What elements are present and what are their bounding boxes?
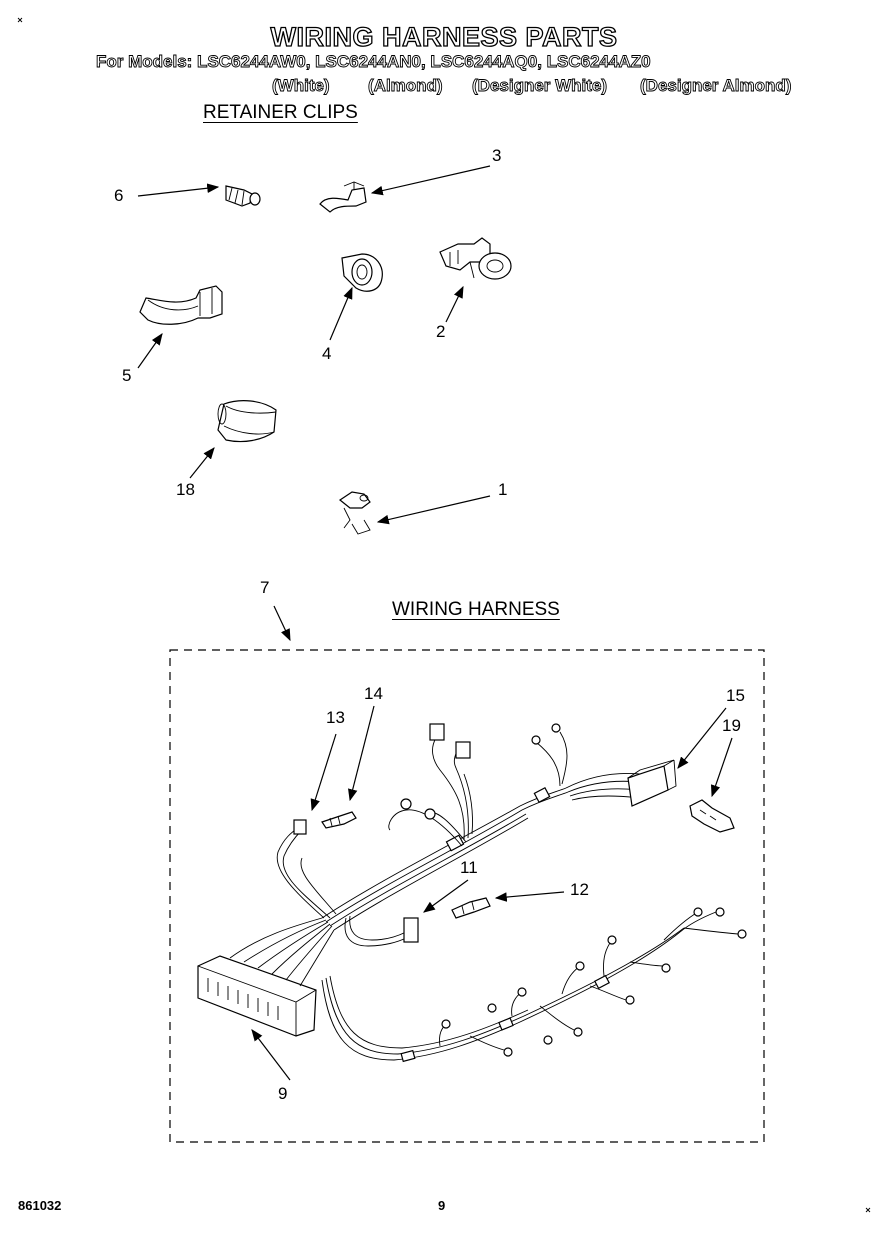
- callout-7: 7: [260, 578, 270, 597]
- callout-14: 14: [364, 684, 383, 703]
- leader-11: [423, 879, 469, 913]
- callout-2: 2: [436, 322, 446, 341]
- leader-1: [376, 495, 491, 525]
- leader-3: [370, 165, 491, 196]
- terminal-part-14: [321, 811, 357, 829]
- callout-6: 6: [114, 186, 124, 205]
- corner-mark-bottom: [865, 1207, 871, 1213]
- section-retainer-clips: RETAINER CLIPS: [203, 102, 358, 123]
- harness-branch-13: [276, 819, 337, 919]
- variant-designer-white: (Designer White): [472, 76, 608, 96]
- leader-7: [273, 605, 291, 642]
- harness-branch-11: [344, 915, 419, 947]
- harness-connector-9: [197, 917, 335, 1037]
- page-title: WIRING HARNESS PARTS: [270, 21, 618, 52]
- harness-branch-lower: [321, 911, 739, 1063]
- section-wiring-harness: WIRING HARNESS: [392, 599, 560, 620]
- clip-part-6: [225, 185, 261, 207]
- callout-4: 4: [322, 344, 332, 363]
- callout-3: 3: [492, 146, 502, 165]
- callout-18: 18: [176, 480, 195, 499]
- callout-5: 5: [122, 366, 132, 385]
- models-line: For Models: LSC6244AW0, LSC6244AN0, LSC6…: [96, 52, 651, 72]
- harness-branch-ground: [388, 798, 467, 847]
- callout-15: 15: [726, 686, 745, 705]
- harness-branch-upper: [429, 723, 473, 841]
- clip-part-2: [439, 237, 512, 280]
- leader-15: [677, 707, 727, 769]
- variant-almond: (Almond): [368, 76, 443, 96]
- terminal-part-12: [451, 897, 491, 919]
- clip-part-5: [139, 285, 223, 325]
- harness-kit-border: [169, 649, 765, 1143]
- leader-4: [329, 286, 353, 341]
- variant-designer-almond: (Designer Almond): [640, 76, 792, 96]
- leader-6: [137, 183, 220, 197]
- callout-13: 13: [326, 708, 345, 727]
- leader-13: [310, 733, 337, 812]
- leader-5: [137, 333, 163, 369]
- leader-12: [494, 891, 565, 902]
- doc-number: 861032: [18, 1198, 62, 1213]
- leader-9: [251, 1029, 291, 1081]
- clip-part-1: [338, 491, 371, 535]
- leader-19: [710, 737, 733, 798]
- harness-branch-15: [531, 723, 677, 807]
- clip-part-3: [319, 181, 367, 213]
- clip-part-18: [217, 400, 277, 443]
- corner-mark-top: [17, 17, 23, 23]
- harness-terminals-lower: [441, 907, 747, 1057]
- callout-19: 19: [722, 716, 741, 735]
- leader-2: [445, 285, 464, 323]
- leader-14: [348, 705, 375, 802]
- callout-12: 12: [570, 880, 589, 899]
- leader-18: [189, 447, 215, 479]
- harness-trunk: [321, 786, 569, 931]
- variant-white: (White): [272, 76, 330, 96]
- terminal-part-19: [689, 799, 735, 833]
- callout-9: 9: [278, 1084, 288, 1103]
- callout-1: 1: [498, 480, 508, 499]
- callout-11: 11: [460, 858, 478, 877]
- clip-part-4: [341, 253, 383, 292]
- page-number: 9: [438, 1198, 446, 1213]
